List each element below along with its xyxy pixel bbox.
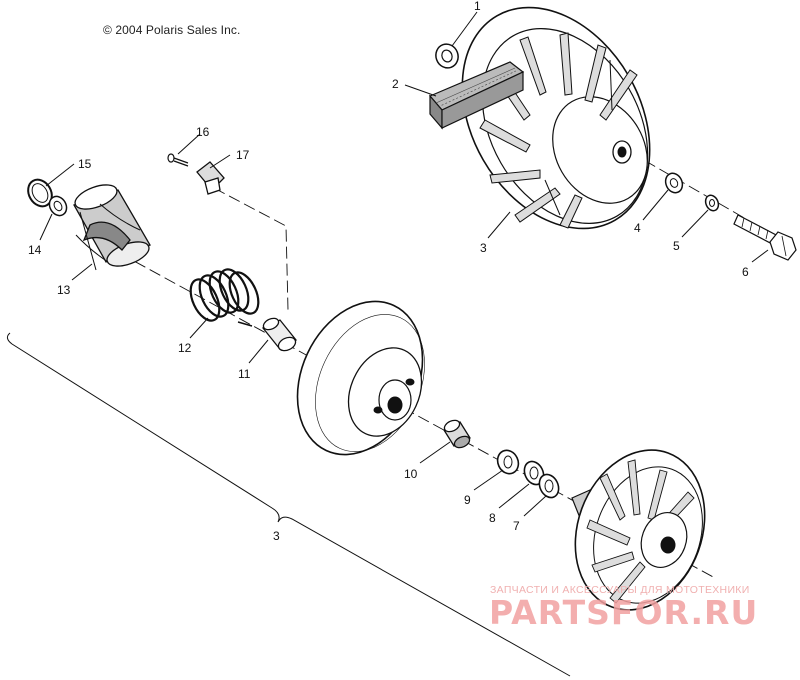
callout-labels: 1 2 3 4 5 6 7 8 9 10 11 12 13 14 15 16 1…: [28, 0, 749, 543]
belt-strip-part-2: [429, 61, 525, 130]
bushing-part-11: [261, 317, 298, 352]
callout-9: 9: [464, 493, 471, 507]
button-part-17: [196, 161, 225, 195]
callout-3-bracket: 3: [273, 529, 280, 543]
spring-part-12: [189, 268, 260, 327]
callout-12: 12: [178, 341, 192, 355]
leader-lines: [39, 11, 769, 517]
bearing-part-10: [443, 419, 471, 449]
callout-8: 8: [489, 511, 496, 525]
callout-4: 4: [634, 221, 641, 235]
callout-16: 16: [196, 125, 210, 139]
watermark-brand-logo: PARTSFOR.RU: [489, 593, 759, 632]
callout-10: 10: [404, 467, 418, 481]
cam-part-13: [73, 184, 151, 271]
callout-3-top: 3: [480, 241, 487, 255]
washer-part-14: [48, 195, 68, 217]
washer-part-7: [538, 473, 560, 499]
lock-washer-part-5: [704, 194, 720, 212]
callout-1: 1: [474, 0, 481, 13]
assembly-bracket: [6, 332, 571, 677]
callout-2: 2: [392, 77, 399, 91]
washer-part-8: [523, 460, 545, 486]
washer-part-4: [664, 172, 684, 194]
watermark-caption: ЗАПЧАСТИ И АКСЕССУАРЫ ДЛЯ МОТОТЕХНИКИ: [490, 584, 750, 596]
moveable-sheave: [296, 300, 425, 456]
callout-15: 15: [78, 157, 92, 171]
callout-14: 14: [28, 243, 42, 257]
washer-part-1: [435, 43, 459, 69]
retaining-ring-part-15: [27, 178, 53, 208]
callout-7: 7: [513, 519, 520, 533]
callout-17: 17: [236, 148, 250, 162]
pin-part-16: [167, 153, 189, 167]
washer-part-9: [496, 449, 520, 475]
callout-6: 6: [742, 265, 749, 279]
callout-5: 5: [673, 239, 680, 253]
bolt-part-6: [733, 214, 797, 261]
copyright-notice: © 2004 Polaris Sales Inc.: [103, 23, 241, 37]
fixed-sheave: [571, 449, 706, 611]
callout-13: 13: [57, 283, 71, 297]
drive-clutch-cover-part-3: [461, 6, 651, 230]
callout-11: 11: [238, 367, 251, 381]
